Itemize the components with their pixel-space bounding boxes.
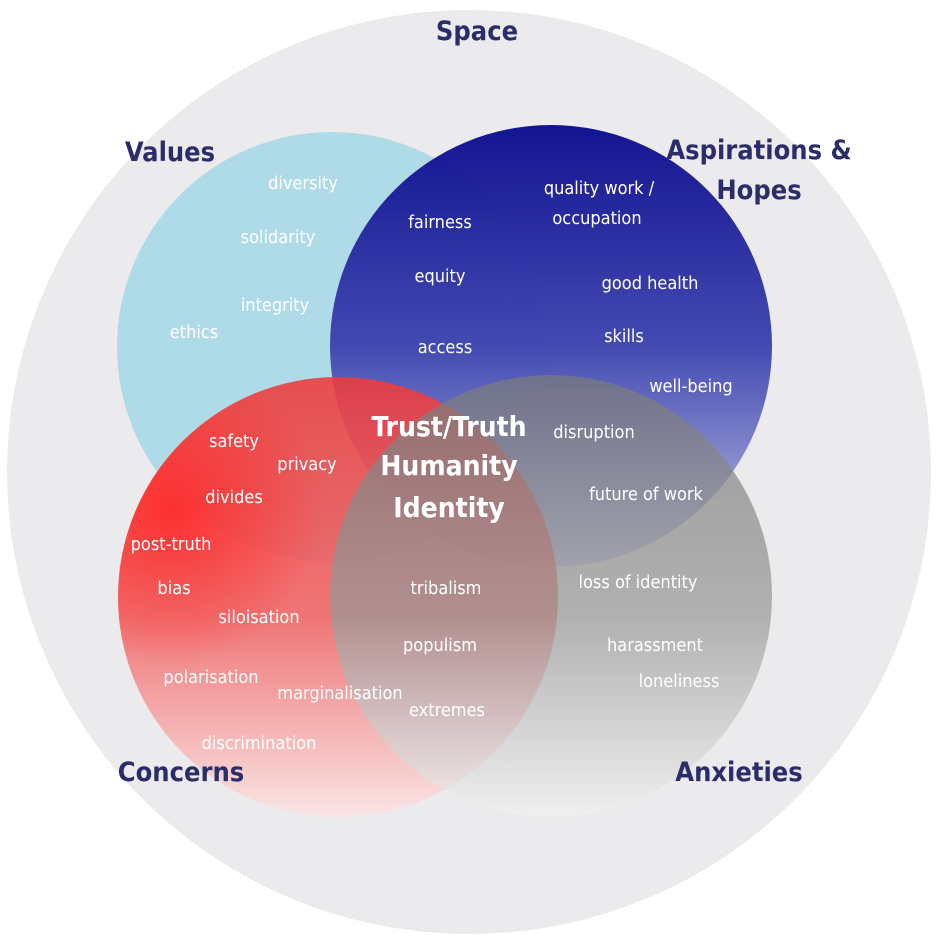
term-loneliness: loneliness [639,671,720,692]
term-polarisation: polarisation [163,667,258,688]
term-safety: safety [209,431,259,452]
term-access: access [418,337,473,358]
term-quality-work-line2: occupation [552,208,641,229]
center-line-humanity: Humanity [380,449,517,482]
term-discrimination: discrimination [202,733,317,754]
term-marginalisation: marginalisation [277,683,402,704]
term-post-truth: post-truth [131,534,212,555]
values-label: Values [125,137,215,168]
term-diversity: diversity [268,173,338,194]
anxieties-circle [330,375,772,817]
term-extremes: extremes [409,700,485,721]
center-line-trust-truth: Trust/Truth [371,410,526,443]
term-good-health: good health [602,273,699,294]
term-integrity: integrity [241,295,310,316]
center-line-identity: Identity [393,491,505,524]
term-quality-work-line1: quality work / [544,178,655,199]
term-ethics: ethics [170,322,218,343]
term-tribalism: tribalism [411,578,482,599]
term-siloisation: siloisation [218,607,299,628]
term-equity: equity [415,266,466,287]
anxieties-label: Anxieties [675,757,802,788]
term-disruption: disruption [553,422,634,443]
space-label: Space [436,16,518,47]
term-solidarity: solidarity [241,227,316,248]
term-divides: divides [205,487,263,508]
aspirations-label-line1: Aspirations & [666,135,851,166]
term-bias: bias [157,578,190,599]
term-skills: skills [604,326,644,347]
aspirations-label-line2: Hopes [716,175,801,206]
term-populism: populism [403,635,477,656]
concerns-label: Concerns [118,757,244,788]
term-loss-of-identity: loss of identity [579,572,698,593]
term-fairness: fairness [408,212,472,233]
term-harassment: harassment [607,635,703,656]
term-future-of-work: future of work [589,484,703,505]
term-privacy: privacy [277,454,337,475]
term-well-being: well-being [649,376,732,397]
